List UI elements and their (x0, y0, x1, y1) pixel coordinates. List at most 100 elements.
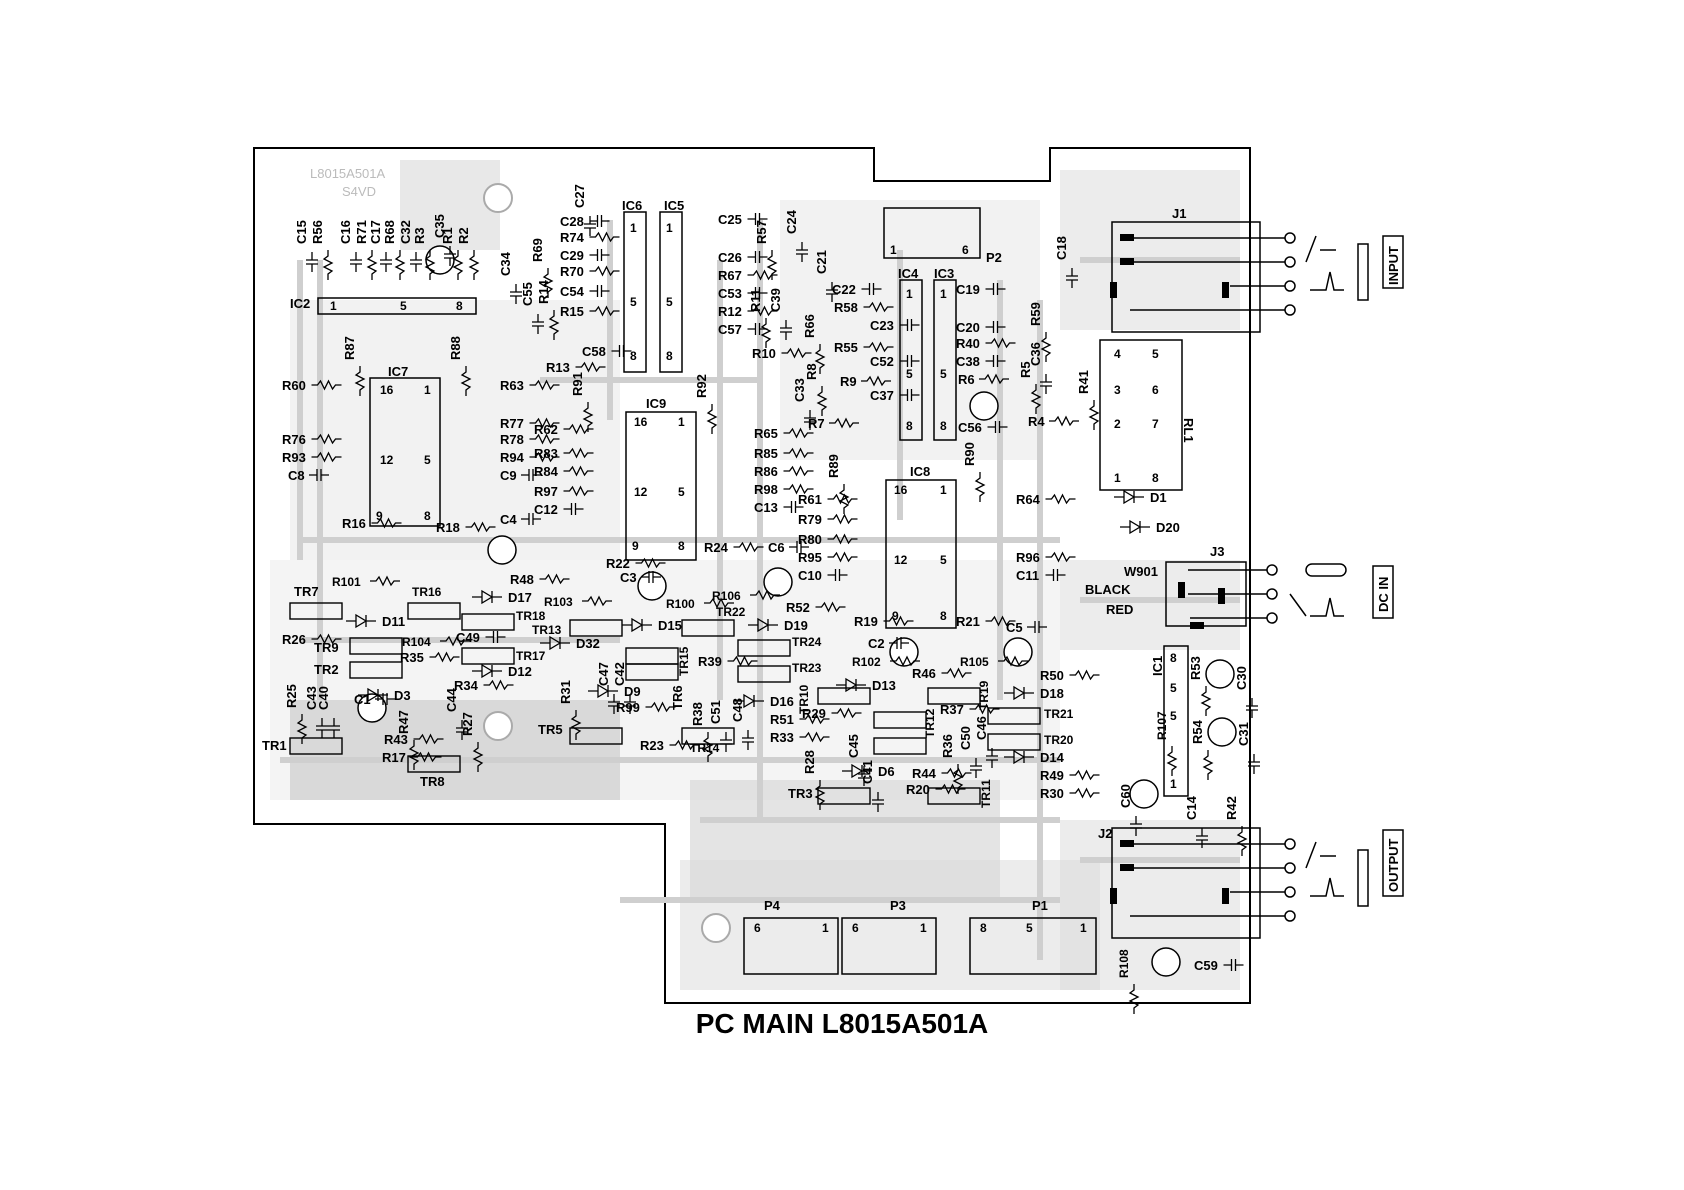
p2-body (883, 207, 981, 259)
symbol-r53 (1200, 686, 1212, 716)
svg-text:5: 5 (630, 295, 637, 309)
c30-body (1205, 659, 1235, 689)
symbol-d20 (1120, 519, 1150, 535)
symbol-r64 (1045, 493, 1076, 505)
ref-r98: R98 (754, 482, 778, 497)
symbol-c21 (826, 282, 838, 302)
ref-c60: C60 (1118, 784, 1133, 808)
svg-text:9: 9 (376, 509, 383, 523)
symbol-r78 (529, 433, 560, 445)
symbol-r33 (799, 731, 830, 743)
symbol-r85 (783, 447, 814, 459)
ref-r92: R92 (694, 374, 709, 398)
ref-r56: R56 (310, 220, 325, 244)
symbol-d6 (842, 763, 872, 779)
symbol-c40 (328, 718, 340, 738)
symbol-r83 (563, 447, 594, 459)
symbol-r56 (322, 250, 334, 280)
symbol-c44 (456, 720, 468, 740)
ref-r8: R8 (804, 363, 819, 380)
ref-c31: C31 (1236, 722, 1251, 746)
symbol-c46 (986, 748, 998, 768)
ref-c39: C39 (768, 288, 783, 312)
mounting-holes (483, 183, 731, 943)
svg-text:6: 6 (852, 921, 859, 935)
ref-c19: C19 (956, 282, 980, 297)
ref-r85: R85 (754, 446, 778, 461)
symbol-r27 (472, 742, 484, 772)
ref-r96: R96 (1016, 550, 1040, 565)
dc-in-box (1372, 565, 1394, 619)
symbol-r15 (589, 305, 620, 317)
symbol-r2 (468, 250, 480, 280)
ref-d20: D20 (1156, 520, 1180, 535)
board-caption: PC MAIN L8015A501A (695, 1008, 989, 1039)
symbol-r28 (814, 780, 826, 810)
ref-r3: R3 (412, 227, 427, 244)
c59-body (1151, 947, 1181, 977)
symbol-c49 (485, 631, 506, 643)
ref-r5: R5 (1018, 361, 1033, 378)
symbol-r58 (863, 301, 894, 313)
c4-body (487, 535, 517, 565)
ref-c30: C30 (1234, 666, 1249, 690)
symbol-d3 (358, 687, 388, 703)
svg-text:8: 8 (424, 509, 431, 523)
ref-tr19: TR19 (977, 680, 991, 710)
ic8-label: IC8 (910, 464, 930, 479)
ref-r46: R46 (912, 666, 936, 681)
ref-r49: R49 (1040, 768, 1064, 783)
symbol-r5 (1030, 384, 1042, 414)
symbol-r9 (861, 375, 891, 387)
ref-c8: C8 (288, 468, 305, 483)
symbol-r49 (1069, 769, 1100, 781)
ref-r39: R39 (698, 654, 722, 669)
ref-r100: R100 (666, 597, 695, 611)
svg-text:8: 8 (980, 921, 987, 935)
ref-r54: R54 (1190, 719, 1205, 744)
ref-r60: R60 (282, 378, 306, 393)
ref-r86: R86 (754, 464, 778, 479)
symbol-r98 (783, 483, 814, 495)
ic2-label: IC2 (290, 296, 310, 311)
svg-text:8: 8 (940, 419, 947, 433)
svg-text:1: 1 (678, 415, 685, 429)
symbol-r89 (838, 484, 850, 514)
svg-text:1: 1 (330, 299, 337, 313)
ref-c42: C42 (612, 662, 627, 686)
ref-r66: R66 (802, 314, 817, 338)
ref-d14: D14 (1040, 750, 1065, 765)
ref-r29: R29 (802, 706, 826, 721)
symbol-c37 (899, 389, 920, 401)
ref-tr13: TR13 (532, 623, 562, 637)
dc-in-label: DC IN (1376, 577, 1391, 612)
symbol-r20 (935, 783, 966, 795)
ref-r51: R51 (770, 712, 794, 727)
ref-r14: R14 (536, 279, 551, 304)
symbol-c11 (1045, 569, 1066, 581)
ref-c24: C24 (784, 209, 799, 234)
ref-r107: R107 (1155, 711, 1169, 740)
svg-text:5: 5 (940, 553, 947, 567)
symbol-r46 (941, 667, 972, 679)
jack-symbols (1120, 232, 1369, 922)
output-box (1382, 829, 1404, 897)
ref-c33: C33 (792, 378, 807, 402)
symbol-r6 (979, 373, 1009, 385)
ref-c48: C48 (730, 698, 745, 722)
ref-r44: R44 (912, 766, 937, 781)
output-label: OUTPUT (1386, 839, 1401, 893)
symbol-r55 (863, 341, 894, 353)
symbol-r102 (890, 655, 920, 667)
ref-tr7: TR7 (294, 584, 319, 599)
p4-body (743, 917, 839, 975)
svg-text:8: 8 (630, 349, 637, 363)
symbol-r29 (831, 707, 862, 719)
symbol-d16 (734, 693, 764, 709)
svg-text:5: 5 (1170, 681, 1177, 695)
j2-label: J2 (1098, 826, 1112, 841)
ref-c37: C37 (870, 388, 894, 403)
ref-c6: C6 (768, 540, 785, 555)
ref-tr6: TR6 (670, 685, 685, 710)
symbol-c55 (532, 314, 544, 334)
